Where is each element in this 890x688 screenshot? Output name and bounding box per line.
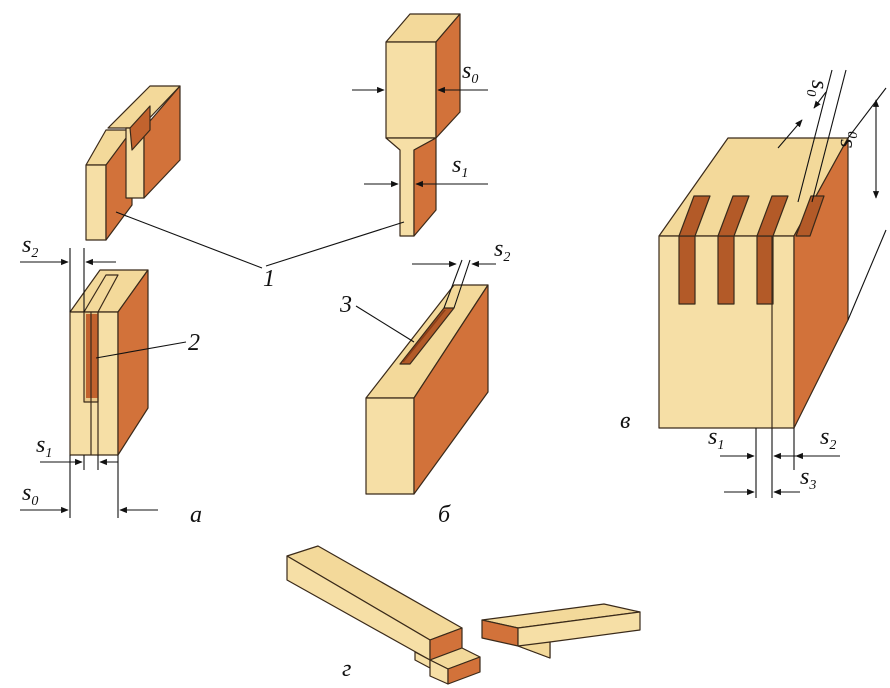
dim-s0-b: s0 [462,58,478,87]
panel-g-left-beam [286,545,481,685]
dim-s2-v: s2 [820,424,836,453]
leader-lines [95,211,415,359]
panel-b-tenon [385,13,461,237]
panel-label-b: б [438,502,451,528]
dim-s1-b: s1 [452,152,468,181]
panel-a-slot [69,269,149,456]
dim-s0-v-side: s0 [832,132,861,148]
panel-g-right-beam [481,603,641,659]
callout-2: 2 [188,330,200,356]
panel-label-a: а [190,502,202,528]
dim-s1-a: s1 [36,432,52,461]
panel-a-tenon [85,85,181,241]
dim-s0-a: s0 [22,480,38,509]
panel-v-dimensions [720,69,887,498]
dim-s0-v-top: s0 [803,80,832,96]
panel-b-top-dimensions [352,86,488,188]
callout-3: 3 [339,292,352,318]
dim-s2-a: s2 [22,232,38,261]
panel-b-slot-block [365,259,496,495]
panel-label-v: в [620,408,630,434]
labels: 1 2 3 а б в г s2 s1 s0 s0 s1 s2 s1 s2 s3… [22,58,861,682]
dim-s3-v: s3 [800,464,816,493]
dim-s2-b: s2 [494,236,510,265]
callout-1: 1 [263,266,275,292]
panel-v-box [658,137,849,429]
panel-label-g: г [342,656,351,682]
dim-s1-v: s1 [708,424,724,453]
panel-a-dimensions [20,248,158,518]
